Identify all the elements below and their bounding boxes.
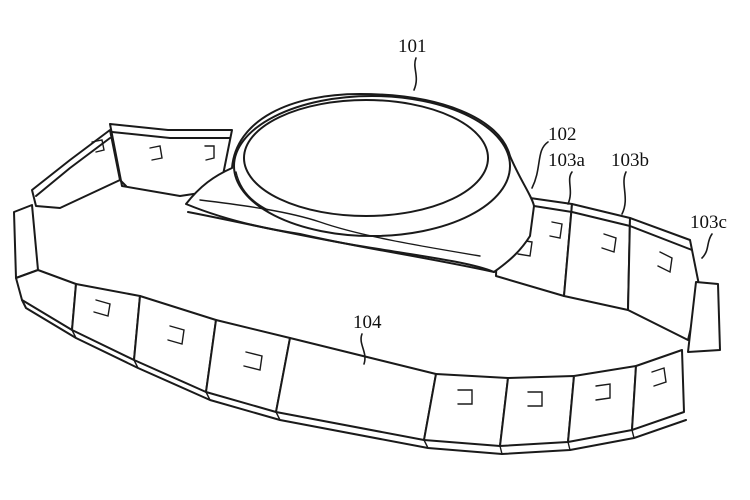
band-link-103c: [627, 217, 701, 341]
watch-screen: [243, 99, 489, 217]
leader-103b: [621, 171, 627, 215]
band-link-front-9: [631, 349, 685, 431]
band-link-end-left: [13, 204, 39, 279]
leader-101: [413, 57, 418, 91]
band-link-103b: [563, 203, 631, 311]
reference-labels: 101 102 103a 103b 103c 104: [353, 36, 727, 365]
label-102: 102: [548, 124, 577, 145]
band-link-end-right: [687, 281, 721, 353]
label-101: 101: [398, 36, 427, 57]
leader-103a: [567, 171, 573, 205]
leader-102: [531, 141, 549, 189]
watch-body: [185, 93, 535, 273]
leader-104: [360, 333, 366, 365]
band-link-front-7: [499, 375, 575, 447]
band-link-back-1: [31, 129, 121, 209]
band-link-front-4: [205, 319, 291, 413]
front-band-links: [15, 269, 687, 455]
back-band-links: [13, 123, 233, 279]
band-link-front-8: [567, 365, 637, 443]
label-103c: 103c: [690, 212, 727, 233]
band-link-front-2: [71, 283, 141, 361]
label-103a: 103a: [548, 150, 586, 171]
leader-103c: [701, 233, 713, 259]
band-link-front-6: [423, 373, 509, 447]
label-103b: 103b: [611, 150, 649, 171]
label-104: 104: [353, 312, 382, 333]
band-link-front-3: [133, 295, 217, 393]
